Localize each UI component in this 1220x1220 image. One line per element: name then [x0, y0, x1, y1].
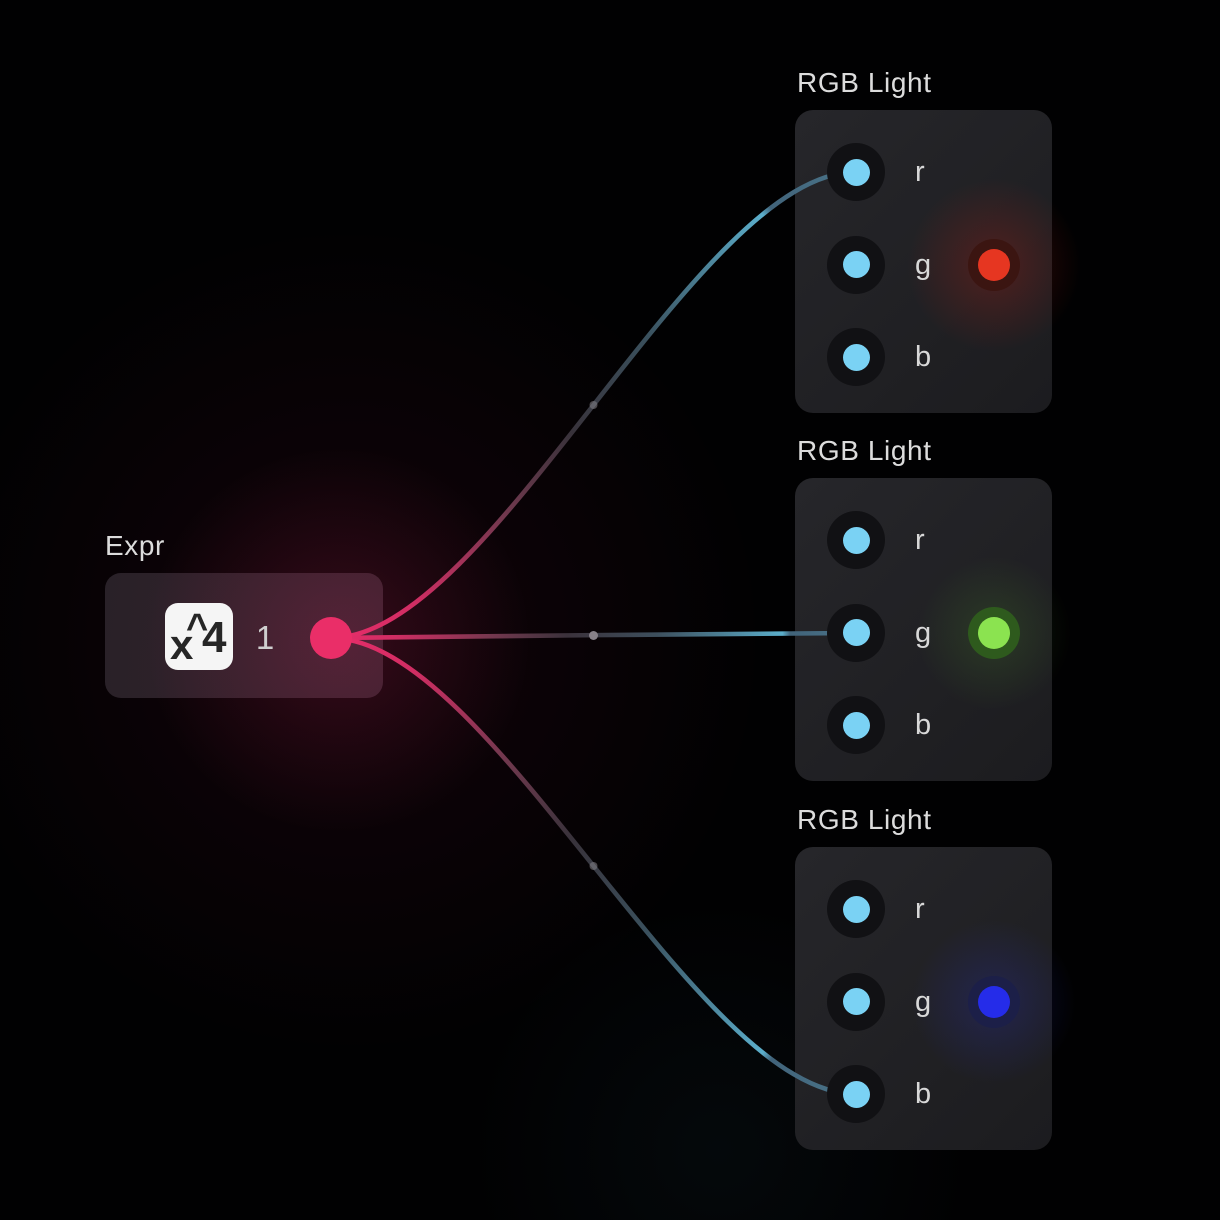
port-dot [842, 711, 870, 739]
input-port-b[interactable] [827, 328, 885, 386]
light-indicator-green [978, 616, 1010, 649]
node-title: Expr [105, 530, 165, 561]
input-port-r[interactable] [827, 511, 885, 569]
node-title: RGB Light [797, 435, 932, 466]
port-label-g: g [915, 248, 932, 281]
light-indicator-ring [968, 238, 1020, 291]
input-port-r[interactable] [827, 143, 885, 201]
node-title: RGB Light [797, 67, 932, 98]
input-port-r[interactable] [827, 880, 885, 938]
light-indicator-ring [968, 975, 1020, 1028]
port-dot [842, 1080, 870, 1108]
expression-x-power-4-icon: x ^ 4 [165, 603, 233, 670]
port-label-r: r [915, 524, 925, 556]
port-dot [842, 526, 870, 554]
light-indicator-ring [968, 606, 1020, 659]
wire-pulse-dot [589, 631, 598, 640]
input-port-g[interactable] [827, 972, 885, 1031]
port-dot [842, 343, 870, 371]
port-dot [842, 158, 870, 186]
input-port-g[interactable] [827, 235, 885, 294]
port-label-b: b [915, 1078, 932, 1110]
input-port-b[interactable] [827, 1065, 885, 1123]
icon-caret: ^ [186, 607, 209, 649]
node-title: RGB Light [797, 804, 932, 835]
port-dot [842, 895, 870, 923]
port-label-r: r [915, 893, 925, 925]
wire-pulse-dot [589, 862, 598, 870]
rgb-light-node-3[interactable]: RGB Light r g b [795, 804, 1052, 1150]
light-indicator-red [978, 248, 1010, 281]
port-dot [842, 988, 870, 1015]
expr-node[interactable]: Expr x ^ 4 1 [105, 530, 383, 698]
expr-value[interactable]: 1 [255, 619, 275, 656]
rgb-light-node-2[interactable]: RGB Light r g b [795, 435, 1052, 781]
port-label-g: g [915, 616, 932, 649]
port-dot [842, 619, 870, 646]
port-dot [842, 251, 870, 278]
rgb-light-node-1[interactable]: RGB Light r g b [795, 67, 1052, 413]
port-label-b: b [915, 709, 932, 741]
input-port-g[interactable] [827, 603, 885, 662]
wire-pulse-dot [589, 401, 598, 409]
expr-output-port[interactable] [310, 617, 352, 659]
port-label-g: g [915, 985, 932, 1018]
icon-exponent-4: 4 [202, 613, 227, 662]
light-indicator-blue [978, 985, 1010, 1018]
icon-base-x: x [170, 621, 194, 668]
port-label-b: b [915, 341, 932, 373]
port-label-r: r [915, 156, 925, 188]
input-port-b[interactable] [827, 696, 885, 754]
